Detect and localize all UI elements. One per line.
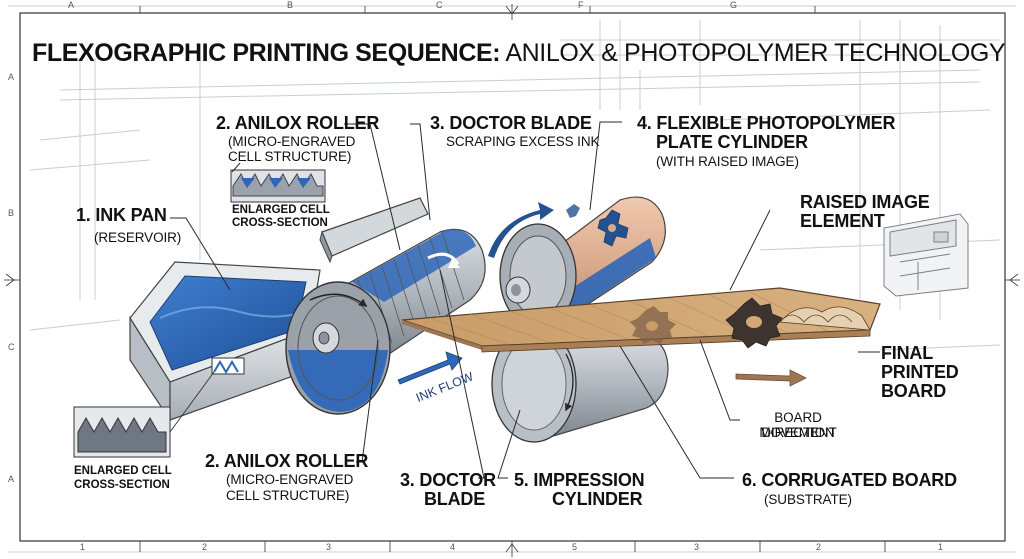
cell-inset-bottom-caption-2: CROSS-SECTION	[74, 479, 170, 491]
frame-col-label: C	[436, 0, 443, 10]
anilox-roller-bottom-subtitle-1: (MICRO-ENGRAVED	[226, 472, 354, 487]
frame-col-number: 3	[326, 542, 332, 552]
corrugated-board-subtitle: (SUBSTRATE)	[764, 492, 852, 507]
frame-col-label: A	[68, 0, 75, 10]
ink-pan-subtitle: (RESERVOIR)	[94, 230, 182, 245]
board-movement-label-1: BOARD MOVEMENT	[759, 410, 837, 440]
frame-col-number: 1	[938, 542, 944, 552]
title-regular: ANILOX & PHOTOPOLYMER TECHNOLOGY	[505, 39, 1006, 67]
page-title: FLEXOGRAPHIC PRINTING SEQUENCE: ANILOX &…	[32, 38, 1006, 68]
plate-cylinder-subtitle: (WITH RAISED IMAGE)	[656, 154, 799, 169]
anilox-roller-subtitle-2: CELL STRUCTURE)	[228, 149, 352, 164]
plate-cylinder-title-2: PLATE CYLINDER	[656, 132, 808, 152]
raised-image-label-1: RAISED IMAGE	[800, 192, 930, 212]
factory-background	[29, 20, 1001, 351]
frame-col-number: 3	[694, 542, 700, 552]
cell-inset-top-caption-2: CROSS-SECTION	[232, 217, 328, 229]
raised-image-label-2: ELEMENT	[800, 211, 885, 231]
doctor-blade-bottom-label-2: BLADE	[424, 489, 485, 509]
ink-pan	[129, 261, 321, 422]
frame-row-label: C	[8, 342, 15, 352]
impression-cylinder-label-1: 5. IMPRESSION	[514, 470, 645, 490]
frame-col-label: B	[287, 0, 294, 10]
cell-inset-top-caption-1: ENLARGED CELL	[232, 204, 330, 216]
doctor-blade	[319, 197, 429, 264]
frame-col-number: 1	[80, 542, 86, 552]
title-bold: FLEXOGRAPHIC PRINTING SEQUENCE:	[32, 39, 501, 67]
ink-flow-arrow-icon	[397, 351, 463, 385]
frame-row-label: A	[8, 474, 15, 484]
final-board-label-2: PRINTED	[881, 362, 959, 382]
anilox-roller-title: 2. ANILOX ROLLER	[216, 113, 380, 133]
frame-col-number: 2	[816, 542, 822, 552]
drawing-frame	[4, 4, 1020, 557]
frame-col-number: 5	[572, 542, 578, 552]
final-board-label-1: FINAL	[881, 343, 933, 363]
frame-row-label: B	[8, 208, 15, 218]
doctor-blade-subtitle: SCRAPING EXCESS INK	[446, 134, 600, 149]
doctor-blade-bottom-label-1: 3. DOCTOR	[400, 470, 496, 490]
cell-inset-top	[230, 169, 326, 203]
control-console-icon	[883, 213, 969, 297]
board-direction-arrow-icon	[735, 369, 807, 387]
anilox-roller	[285, 228, 486, 415]
plate-cylinder-title-1: 4. FLEXIBLE PHOTOPOLYMER	[637, 113, 896, 133]
frame-col-label: F	[578, 0, 584, 10]
frame-col-number: 2	[202, 542, 208, 552]
impression-cylinder-label-2: CYLINDER	[552, 489, 643, 509]
board-movement-label-2: DIRECTION	[761, 425, 835, 440]
frame-col-label: G	[730, 0, 738, 10]
anilox-roller-subtitle-1: (MICRO-ENGRAVED	[228, 134, 356, 149]
frame-col-number: 4	[450, 542, 456, 552]
cell-inset-bottom-caption-1: ENLARGED CELL	[74, 465, 172, 477]
doctor-blade-title: 3. DOCTOR BLADE	[430, 113, 592, 133]
anilox-roller-bottom-subtitle-2: CELL STRUCTURE)	[226, 488, 350, 503]
corrugated-board-title: 6. CORRUGATED BOARD	[742, 470, 957, 490]
corrugated-board	[401, 287, 881, 353]
ink-pan-title: 1. INK PAN	[76, 205, 167, 225]
transfer-arrow-icon	[488, 202, 554, 258]
impression-cylinder	[491, 325, 669, 443]
cell-inset-bottom	[73, 371, 215, 458]
leader-lines	[170, 121, 880, 479]
plate-cylinder	[499, 196, 666, 329]
anilox-roller-bottom-title: 2. ANILOX ROLLER	[205, 451, 369, 471]
frame-row-label: A	[8, 72, 15, 82]
final-board-label-3: BOARD	[881, 381, 946, 401]
